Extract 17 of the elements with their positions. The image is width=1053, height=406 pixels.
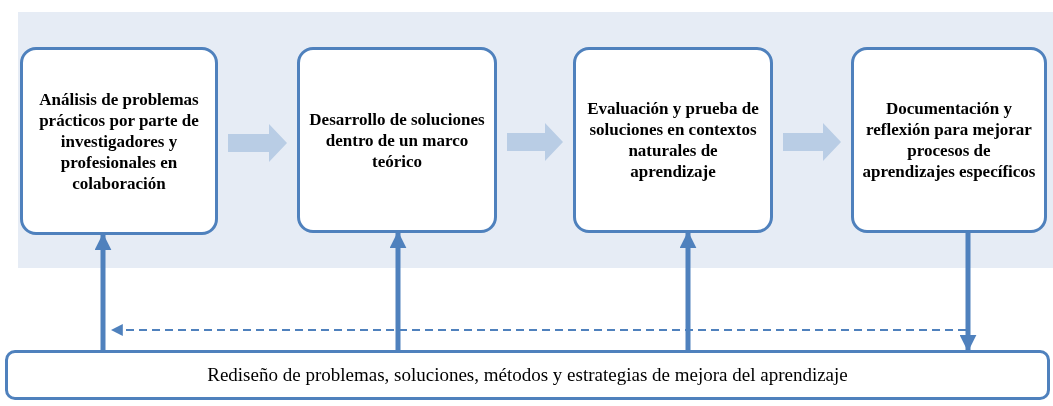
block-arrow: [783, 123, 841, 161]
block-arrow: [507, 123, 563, 161]
arrow: [679, 231, 697, 350]
box-label: Análisis de problemas prácticos por parte de investigadores y profesionales en colaboración: [38, 88, 200, 194]
arrow: [94, 233, 112, 350]
process-box: [297, 47, 497, 233]
box-label: Rediseño de problemas, soluciones, métodos y estrategias de mejora del aprendizaje: [207, 364, 848, 386]
box-label: Evaluación y prueba de soluciones en contextos naturales de aprendizaje: [586, 98, 760, 182]
block-arrow: [228, 124, 287, 162]
arrow: [389, 231, 407, 350]
box-label: Documentación y reflexión para mejorar procesos de aprendizajes específicos: [862, 98, 1036, 182]
arrow: [959, 233, 977, 352]
process-box: [573, 47, 773, 233]
process-box: [20, 47, 218, 235]
redesign-box: [5, 350, 1050, 400]
process-box: [851, 47, 1047, 233]
box-label: Desarrollo de soluciones dentro de un marco teórico: [308, 108, 486, 172]
